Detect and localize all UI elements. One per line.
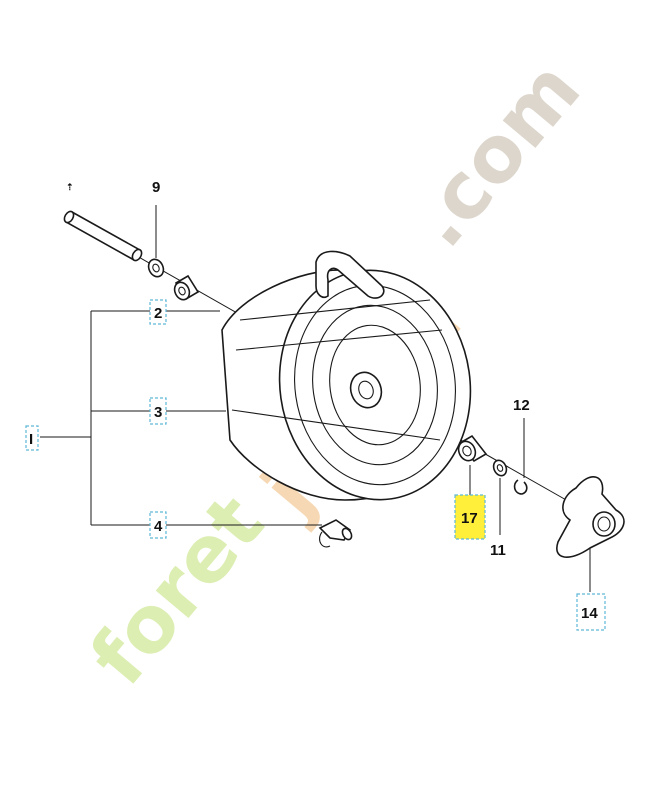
callout-12: 12 — [513, 397, 530, 414]
callout-17-box[interactable] — [454, 494, 486, 540]
bushing-17 — [457, 434, 488, 495]
callout-17[interactable]: 17 — [454, 494, 486, 540]
callout-4[interactable]: 4 — [149, 511, 167, 539]
callout-11: 11 — [490, 542, 506, 559]
callout-4-box[interactable] — [149, 511, 167, 539]
axle-shaft: ⇡ — [63, 182, 143, 262]
axle-arrow-mark: ⇡ — [66, 182, 74, 192]
callout-11-label: 11 — [490, 542, 506, 559]
callout-2[interactable]: 2 — [149, 299, 167, 325]
watermark-text-foret: foret — [74, 479, 282, 702]
group-bracket — [40, 310, 322, 526]
washer-11 — [492, 459, 508, 535]
callout-3-label: 3 — [154, 404, 162, 421]
callout-14-box[interactable] — [576, 593, 606, 631]
callout-4-label: 4 — [154, 518, 163, 535]
callout-2-box[interactable] — [149, 299, 167, 325]
callout-9: 9 — [152, 179, 160, 196]
bushing-left — [173, 274, 200, 301]
callout-1-box[interactable] — [25, 425, 39, 451]
callout-1-label: I — [29, 431, 33, 448]
callout-1[interactable]: I — [25, 425, 39, 451]
callout-14[interactable]: 14 — [576, 593, 606, 631]
callout-12-label: 12 — [513, 397, 530, 414]
washer-9 — [147, 205, 165, 278]
valve-stem — [318, 519, 353, 548]
watermark-text-com: .com — [394, 45, 598, 264]
wheel-assembly — [221, 250, 472, 501]
callout-3-box[interactable] — [149, 397, 167, 425]
callout-17-label: 17 — [461, 510, 478, 527]
callout-3[interactable]: 3 — [149, 397, 167, 425]
callout-2-label: 2 — [154, 305, 162, 322]
hub-cap-14 — [556, 476, 625, 592]
callout-14-label: 14 — [581, 605, 598, 622]
clip-12 — [513, 418, 528, 495]
callout-9-label: 9 — [152, 179, 160, 196]
